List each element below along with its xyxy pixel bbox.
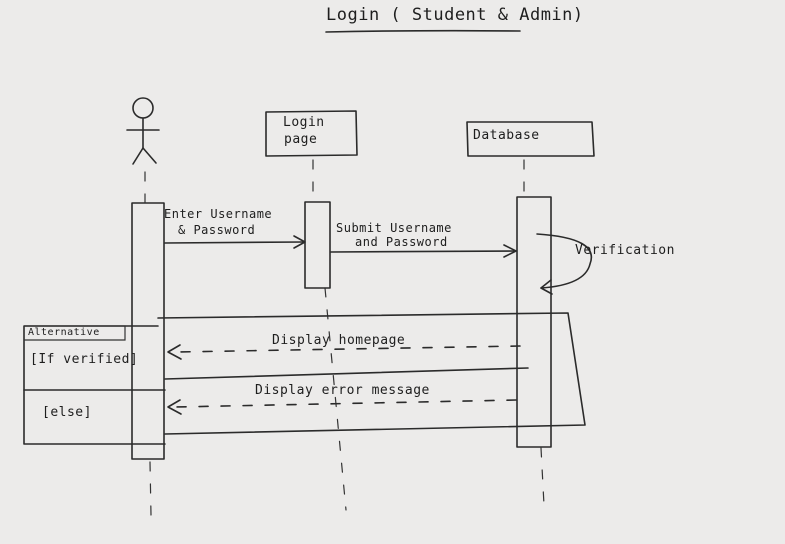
database-activation-bar (516, 196, 552, 448)
actor-lifeline (144, 171, 152, 516)
enter-credentials-arrow (164, 235, 306, 249)
login-page-lifeline (312, 159, 347, 511)
alt-fragment-tab (23, 325, 126, 341)
display-error-label: Display error message (255, 383, 430, 398)
alt-guard-if-verified: [If verified] (30, 352, 139, 367)
diagram-title: Login ( Student & Admin) (326, 5, 584, 25)
enter-credentials-label-line2: & Password (178, 223, 256, 237)
submit-credentials-arrow (330, 244, 517, 258)
login-page-label-line2: page (284, 132, 318, 147)
login-page-activation-bar (304, 201, 331, 289)
title-underline (325, 29, 521, 33)
login-page-label-line1: Login (283, 115, 325, 130)
verification-self-arrow (536, 233, 593, 295)
submit-credentials-label-line1: Submit Username (336, 221, 452, 235)
display-homepage-arrow (167, 344, 521, 360)
verification-label: Verification (575, 243, 675, 258)
alt-operand-separator (23, 367, 529, 391)
submit-credentials-label-line2: and Password (355, 235, 448, 249)
login-page-box (265, 110, 358, 157)
enter-credentials-label-line1: Enter Username (164, 207, 273, 221)
alt-fragment-label: Alternative (28, 327, 100, 338)
display-error-arrow (167, 399, 517, 415)
database-label: Database (473, 128, 540, 143)
actor-activation-bar (131, 202, 165, 460)
actor-stick-figure (126, 97, 160, 165)
database-lifeline (523, 159, 545, 506)
database-box (466, 121, 595, 157)
alt-guard-else: [else] (42, 405, 92, 420)
display-homepage-label: Display homepage (272, 333, 406, 348)
